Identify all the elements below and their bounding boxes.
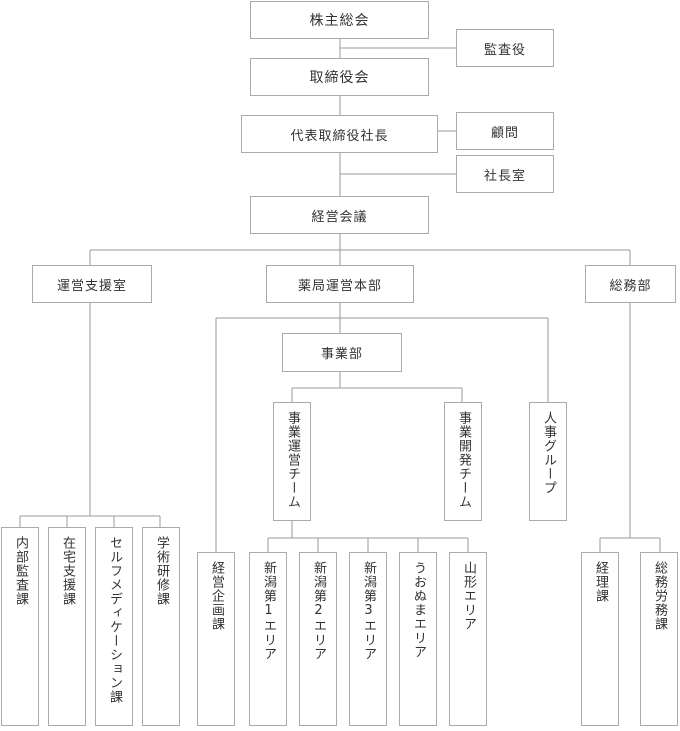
uonuma-label: うおぬまエリア	[411, 561, 426, 659]
board-box: 取締役会	[250, 58, 429, 96]
home-support-box: 在宅支援課	[48, 527, 86, 726]
internal-audit-box: 内部監査課	[1, 527, 39, 726]
niigata1-box: 新潟第1エリア	[249, 552, 287, 726]
yamagata-box: 山形エリア	[449, 552, 487, 726]
business-ops-team-label: 事業運営チーム	[285, 411, 300, 509]
operations-support-label: 運営支援室	[56, 278, 127, 294]
presidents-office-label: 社長室	[483, 168, 526, 184]
business-div-box: 事業部	[282, 333, 402, 372]
advisor-label: 顧問	[490, 125, 519, 141]
management-meeting-box: 経営会議	[250, 196, 429, 234]
mgmt-planning-box: 経営企画課	[197, 552, 235, 726]
president-box: 代表取締役社長	[241, 115, 438, 153]
presidents-office-box: 社長室	[456, 155, 554, 193]
niigata3-label: 新潟第3エリア	[361, 561, 376, 661]
advisor-box: 顧問	[456, 112, 554, 150]
business-div-label: 事業部	[320, 347, 363, 362]
hr-group-label: 人事グループ	[541, 411, 556, 495]
self-medication-label: セルフメディケーション課	[107, 536, 122, 704]
auditor-box: 監査役	[456, 29, 554, 67]
general-affairs-box: 総務部	[585, 265, 676, 303]
shareholders-box: 株主総会	[250, 1, 429, 39]
board-label: 取締役会	[309, 70, 370, 86]
pharmacy-hq-label: 薬局運営本部	[297, 278, 382, 294]
operations-support-box: 運営支援室	[32, 265, 152, 303]
business-ops-team-box: 事業運営チーム	[273, 402, 311, 521]
academic-training-label: 学術研修課	[154, 536, 169, 606]
president-label: 代表取締役社長	[290, 128, 389, 144]
internal-audit-label: 内部監査課	[13, 536, 28, 606]
home-support-label: 在宅支援課	[60, 536, 75, 606]
niigata2-label: 新潟第2エリア	[311, 561, 326, 661]
general-affairs-label: 総務部	[609, 278, 652, 294]
pharmacy-hq-box: 薬局運営本部	[266, 265, 414, 303]
shareholders-label: 株主総会	[309, 13, 370, 29]
auditor-label: 監査役	[483, 42, 526, 58]
yamagata-label: 山形エリア	[461, 561, 476, 631]
academic-training-box: 学術研修課	[142, 527, 180, 726]
management-meeting-label: 経営会議	[311, 209, 368, 225]
self-medication-box: セルフメディケーション課	[95, 527, 133, 726]
business-dev-team-box: 事業開発チーム	[444, 402, 482, 521]
hr-group-box: 人事グループ	[529, 402, 567, 521]
niigata1-label: 新潟第1エリア	[261, 561, 276, 661]
business-dev-team-label: 事業開発チーム	[456, 411, 471, 509]
gen-labor-label: 総務労務課	[652, 561, 667, 631]
gen-labor-box: 総務労務課	[640, 552, 678, 726]
accounting-label: 経理課	[593, 561, 608, 603]
uonuma-box: うおぬまエリア	[399, 552, 437, 726]
niigata2-box: 新潟第2エリア	[299, 552, 337, 726]
mgmt-planning-label: 経営企画課	[209, 561, 224, 631]
niigata3-box: 新潟第3エリア	[349, 552, 387, 726]
accounting-box: 経理課	[581, 552, 619, 726]
